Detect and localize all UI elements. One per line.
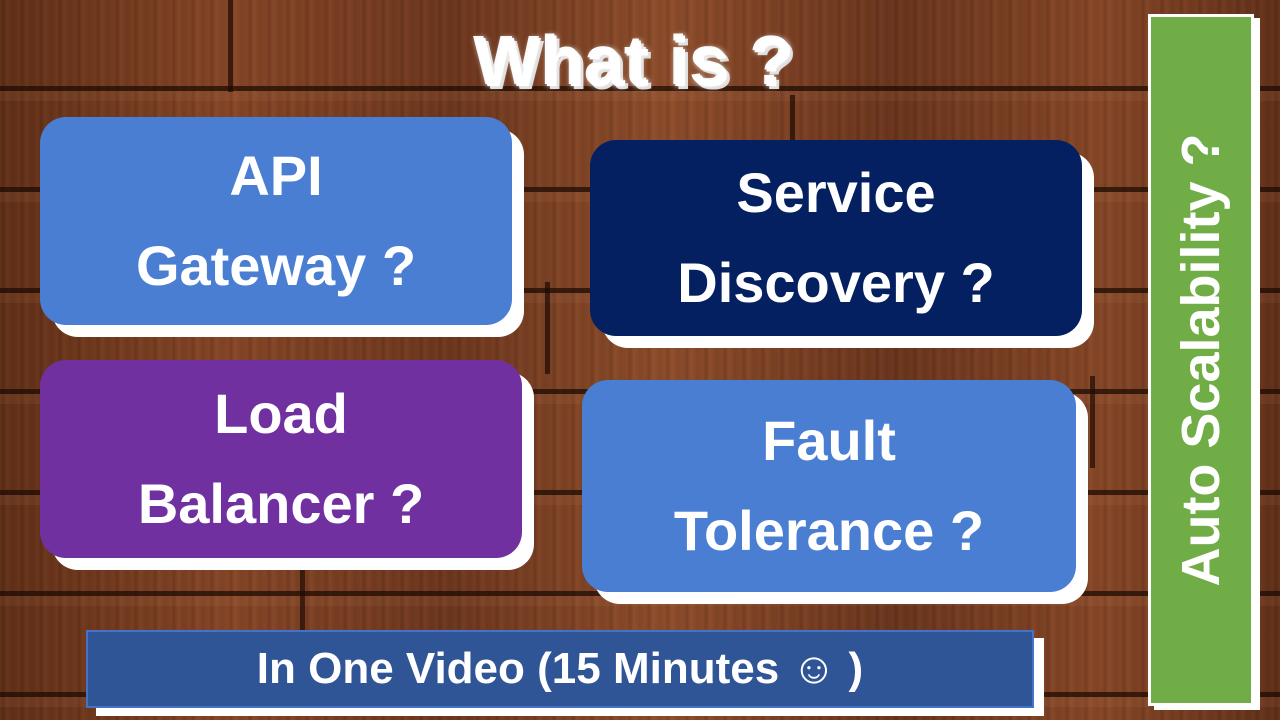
card-line1: Fault bbox=[762, 409, 896, 472]
side-label-box: Auto Scalability ? bbox=[1148, 14, 1254, 706]
plank-seam bbox=[545, 282, 550, 374]
plank-seam bbox=[300, 564, 305, 656]
card-line2: Discovery ? bbox=[677, 251, 995, 314]
plank-seam bbox=[228, 0, 233, 92]
card-line2: Tolerance ? bbox=[673, 499, 985, 562]
banner-text: In One Video (15 Minutes ☺ ) bbox=[256, 644, 864, 693]
card-fault-tolerance: Fault Tolerance ? bbox=[582, 380, 1076, 592]
plank-seam bbox=[1090, 376, 1095, 468]
page-title: What is ? bbox=[474, 23, 796, 101]
card-api-gateway: API Gateway ? bbox=[40, 117, 512, 325]
card-line2: Gateway ? bbox=[135, 234, 417, 297]
card-line1: Service bbox=[736, 161, 936, 224]
card-service-discovery: Service Discovery ? bbox=[590, 140, 1082, 336]
card-line2: Balancer ? bbox=[137, 472, 425, 535]
bottom-banner: In One Video (15 Minutes ☺ ) bbox=[86, 630, 1034, 708]
card-line1: Load bbox=[214, 382, 348, 445]
side-label-text: Auto Scalability ? bbox=[1171, 133, 1231, 587]
card-load-balancer: Load Balancer ? bbox=[40, 360, 522, 558]
card-line1: API bbox=[229, 144, 323, 207]
